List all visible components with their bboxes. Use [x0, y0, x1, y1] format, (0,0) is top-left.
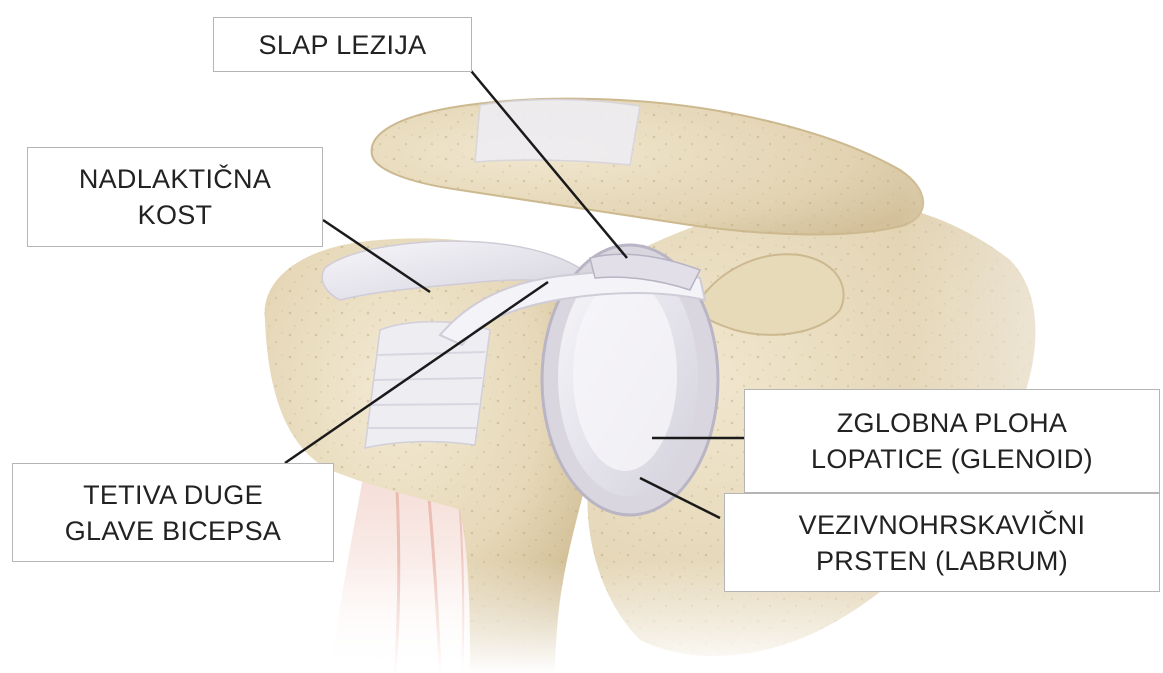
label-humerus: NADLAKTIČNA KOST	[27, 147, 323, 247]
label-glenoid: ZGLOBNA PLOHA LOPATICE (GLENOID)	[744, 389, 1160, 493]
label-slap-lesion: SLAP LEZIJA	[213, 17, 472, 72]
label-labrum: VEZIVNOHRSKAVIČNI PRSTEN (LABRUM)	[724, 493, 1160, 592]
label-humerus-line-2: KOST	[79, 197, 271, 233]
label-labrum-line-2: PRSTEN (LABRUM)	[799, 543, 1086, 579]
label-humerus-line-1: NADLAKTIČNA	[79, 161, 271, 197]
label-labrum-line-1: VEZIVNOHRSKAVIČNI	[799, 507, 1086, 543]
label-slap-lesion-line-1: SLAP LEZIJA	[259, 27, 427, 63]
label-glenoid-line-1: ZGLOBNA PLOHA	[811, 405, 1093, 441]
label-glenoid-line-2: LOPATICE (GLENOID)	[811, 441, 1093, 477]
label-biceps-tendon-line-1: TETIVA DUGE	[65, 477, 282, 513]
label-biceps-tendon-line-2: GLAVE BICEPSA	[65, 513, 282, 549]
label-biceps-tendon: TETIVA DUGE GLAVE BICEPSA	[12, 463, 334, 562]
